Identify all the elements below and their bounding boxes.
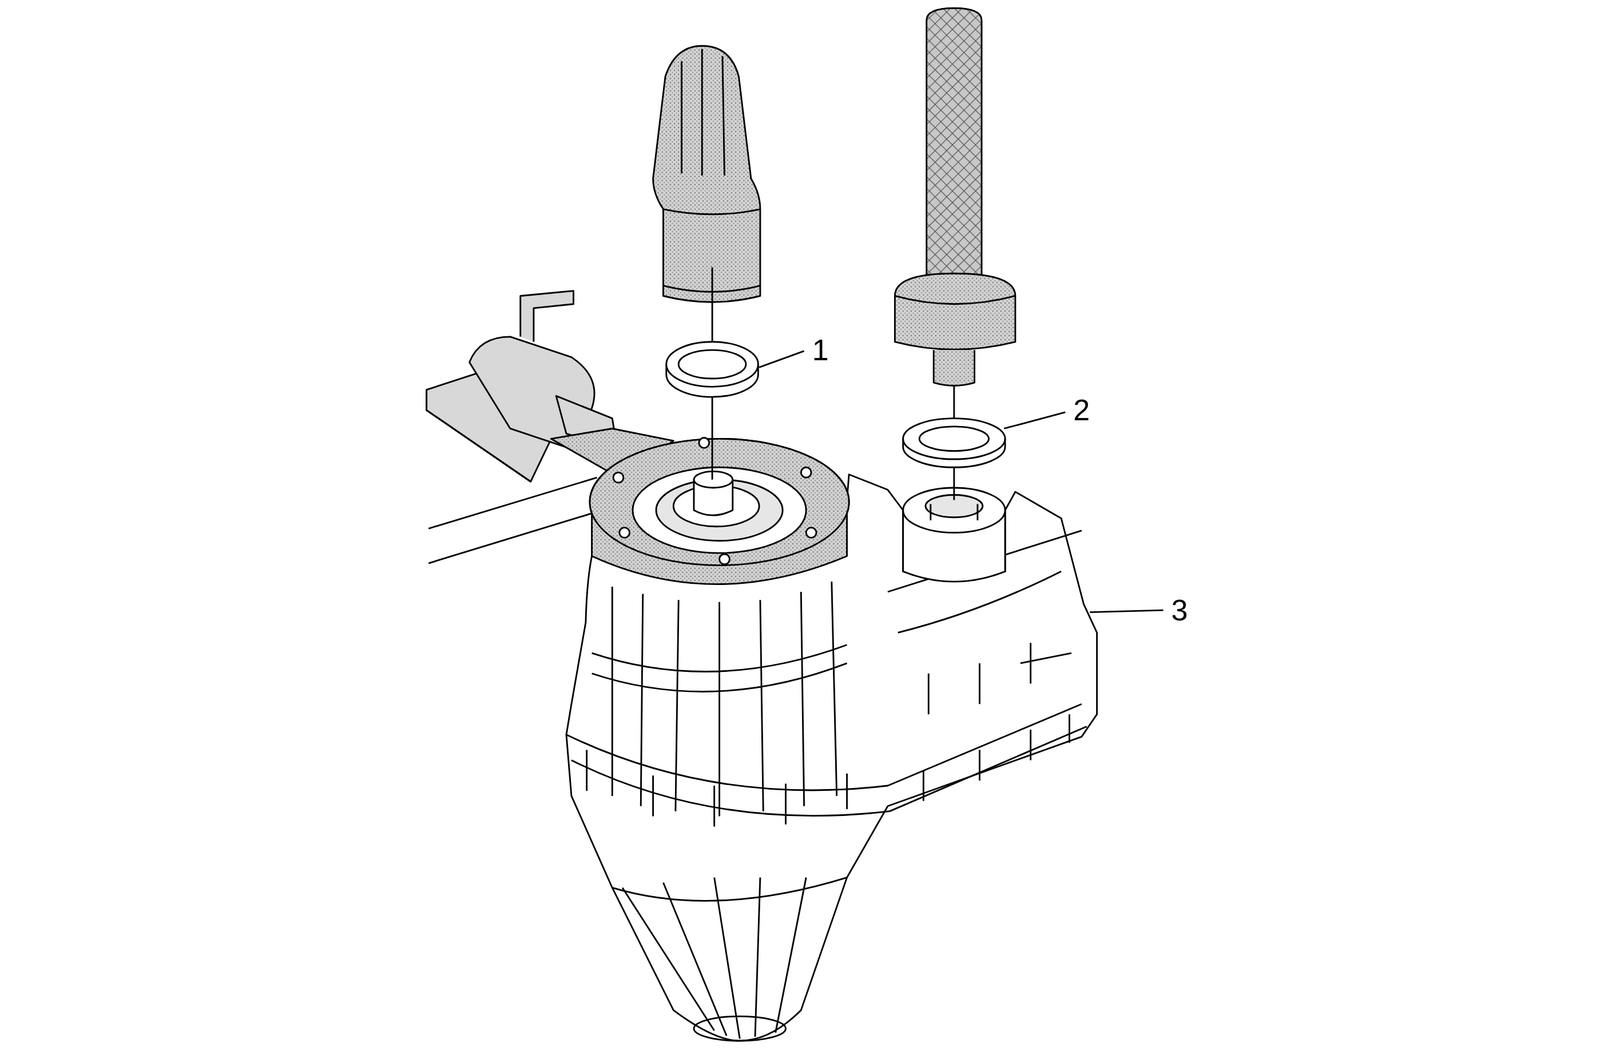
callout-number: 1 — [812, 335, 829, 365]
leader-line — [759, 351, 804, 368]
fixture-plate — [589, 438, 849, 566]
seal-installer-tool — [926, 8, 982, 281]
fixture-rail — [428, 510, 602, 564]
front-output-shaft — [693, 471, 733, 488]
callout-number: 2 — [1073, 395, 1090, 426]
seal-installer-tool — [653, 45, 761, 303]
callout-number: 3 — [1171, 595, 1189, 626]
fixture-handle — [520, 291, 574, 343]
fixture-rail — [428, 477, 597, 529]
leader-line — [1003, 412, 1066, 430]
seal — [666, 342, 759, 397]
transfer-case-housing — [566, 474, 1098, 1042]
seal — [903, 418, 1006, 468]
leader-line — [1089, 610, 1163, 613]
